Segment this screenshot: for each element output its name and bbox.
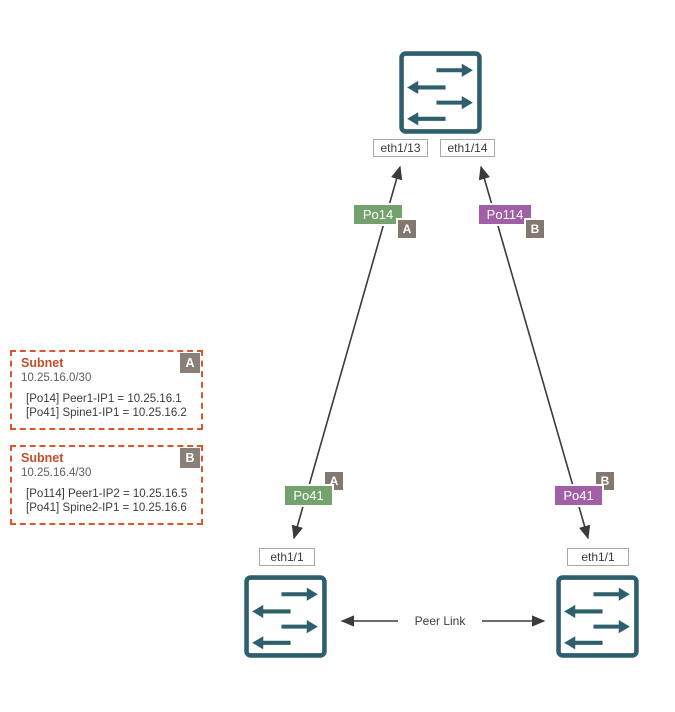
port-label-bottom-left-eth1-1: eth1/1 <box>259 548 315 566</box>
bottom-right-switch-icon <box>555 574 641 660</box>
subnet-box-b-entry-1: [Po114] Peer1-IP2 = 10.25.16.5 <box>26 488 188 500</box>
subnet-box-a-entry-1: [Po14] Peer1-IP1 = 10.25.16.1 <box>26 393 182 405</box>
subnet-box-b-entry-2: [Po41] Spine2-IP1 = 10.25.16.6 <box>26 502 187 514</box>
port-label-top-eth1-13: eth1/13 <box>373 139 428 157</box>
subnet-badge-b-upper: B <box>524 218 546 240</box>
port-label-bottom-right-eth1-1: eth1/1 <box>567 548 629 566</box>
subnet-box-a: A Subnet 10.25.16.0/30 [Po14] Peer1-IP1 … <box>10 350 203 430</box>
subnet-box-a-cidr: 10.25.16.0/30 <box>21 372 92 384</box>
port-channel-label-po41-left: Po41 <box>283 484 334 507</box>
port-channel-label-po41-right: Po41 <box>553 484 604 507</box>
subnet-badge-a-upper: A <box>396 218 418 240</box>
peer-link-label: Peer Link <box>398 612 482 630</box>
subnet-box-a-entry-2: [Po41] Spine1-IP1 = 10.25.16.2 <box>26 407 187 419</box>
bottom-left-switch-icon <box>243 574 329 660</box>
subnet-box-a-badge: A <box>180 353 200 373</box>
subnet-box-b: B Subnet 10.25.16.4/30 [Po114] Peer1-IP2… <box>10 445 203 525</box>
subnet-box-b-cidr: 10.25.16.4/30 <box>21 467 92 479</box>
subnet-box-b-badge: B <box>180 448 200 468</box>
subnet-box-b-title: Subnet <box>21 451 64 465</box>
link-line-left <box>291 165 403 540</box>
top-switch-icon <box>398 50 484 136</box>
link-line-right <box>478 165 591 540</box>
subnet-box-a-title: Subnet <box>21 356 64 370</box>
port-label-top-eth1-14: eth1/14 <box>440 139 495 157</box>
